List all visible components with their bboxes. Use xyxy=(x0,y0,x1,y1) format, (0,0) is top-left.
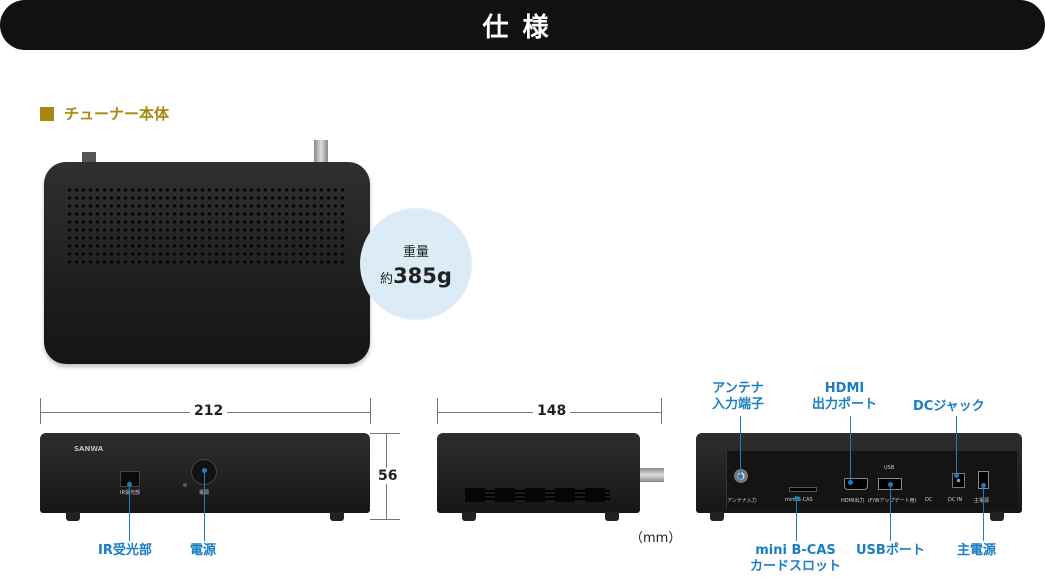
section-heading: チューナー本体 xyxy=(40,103,169,124)
ir-callout-dot xyxy=(127,482,132,487)
power-callout-line xyxy=(204,471,205,541)
usb-callout: USBポート xyxy=(856,543,925,558)
antenna-small-label: アンテナ入力 xyxy=(727,498,757,504)
hdmi-callout-dot xyxy=(848,480,853,485)
hdmi-callout-line1: HDMI xyxy=(824,381,865,396)
antenna-callout-line1: アンテナ xyxy=(712,381,764,396)
device-side-view xyxy=(437,433,640,513)
main-power-callout-dot xyxy=(981,483,986,488)
bcas-callout-line xyxy=(796,498,797,541)
height-tick-top xyxy=(370,433,400,434)
front-foot-left xyxy=(66,512,80,521)
weight-value: 385g xyxy=(393,263,452,288)
antenna-callout-line xyxy=(740,416,741,474)
side-foot-left xyxy=(462,512,476,521)
depth-tick-right xyxy=(661,398,662,424)
bcas-small-label: mini B-CAS xyxy=(785,497,813,503)
antenna-callout: アンテナ 入力端子 xyxy=(712,381,764,413)
bcas-callout-dot xyxy=(794,496,799,501)
depth-value: 148 xyxy=(533,403,571,419)
height-tick-bottom xyxy=(370,519,400,520)
hdmi-callout-line2: 出力ポート xyxy=(812,397,878,412)
dc-callout: DCジャック xyxy=(913,399,985,414)
main-small-label: 主電源 xyxy=(974,498,990,504)
antenna-callout-line2: 入力端子 xyxy=(712,397,765,412)
device-top-view xyxy=(44,162,370,364)
hdmi-callout-line xyxy=(850,416,851,480)
bcas-callout-line2: カードスロット xyxy=(750,559,842,574)
power-button xyxy=(191,459,217,485)
weight-label: 重量 xyxy=(402,244,429,260)
bcas-callout: mini B-CAS カードスロット xyxy=(750,543,841,575)
width-tick-left xyxy=(40,398,41,424)
banner-title: 仕様 xyxy=(482,12,563,43)
width-tick-right xyxy=(370,398,371,424)
usb-small-label-2: (F/Wアップデート用) xyxy=(868,498,917,504)
dcin-small-label: DC IN xyxy=(948,497,963,503)
ir-callout-line xyxy=(129,485,130,541)
side-antenna-connector xyxy=(640,468,664,482)
usb-callout-dot xyxy=(888,482,893,487)
main-power-callout-line xyxy=(983,485,984,541)
rear-foot-left xyxy=(710,512,724,521)
weight-badge: 重量 約 385g xyxy=(360,208,472,320)
section-label: チューナー本体 xyxy=(64,105,170,123)
ir-callout: IR受光部 xyxy=(98,543,152,558)
spec-banner: 仕様 xyxy=(0,0,1045,50)
hdmi-small-label: HDMI出力 xyxy=(841,498,865,504)
depth-tick-left xyxy=(437,398,438,424)
width-value: 212 xyxy=(190,403,228,419)
side-vents xyxy=(465,488,610,502)
dc-small-label: DC xyxy=(925,497,933,503)
dc-callout-line xyxy=(956,416,957,473)
device-front-view: SANWA IR受光部 電源 xyxy=(40,433,370,513)
unit-label: （mm） xyxy=(630,531,682,546)
height-value: 56 xyxy=(374,468,402,484)
usb-callout-line xyxy=(890,484,891,541)
usb-small-label: USB xyxy=(884,465,895,471)
bcas-slot xyxy=(789,487,817,492)
top-connector-antenna xyxy=(314,140,328,164)
antenna-callout-dot xyxy=(738,474,743,479)
weight-prefix: 約 xyxy=(380,271,394,287)
bcas-callout-line1: mini B-CAS xyxy=(755,543,836,558)
rear-foot-right xyxy=(990,512,1004,521)
power-callout-dot xyxy=(202,468,207,473)
device-rear-view: アンテナ入力 mini B-CAS HDMI出力 USB (F/Wアップデート用… xyxy=(696,433,1022,513)
dc-callout-dot xyxy=(954,473,959,478)
main-power-callout: 主電源 xyxy=(957,543,997,558)
weight-value-row: 約 385g xyxy=(380,264,452,288)
brand-logo: SANWA xyxy=(74,445,104,453)
front-foot-right xyxy=(330,512,344,521)
hdmi-callout: HDMI 出力ポート xyxy=(812,381,877,413)
section-square-icon xyxy=(40,106,54,121)
top-connector-left xyxy=(82,152,96,164)
vent-grid xyxy=(66,186,348,264)
rear-panel: アンテナ入力 mini B-CAS HDMI出力 USB (F/Wアップデート用… xyxy=(726,451,1017,509)
power-led xyxy=(183,483,187,487)
side-foot-right xyxy=(605,512,619,521)
power-callout: 電源 xyxy=(190,543,217,558)
